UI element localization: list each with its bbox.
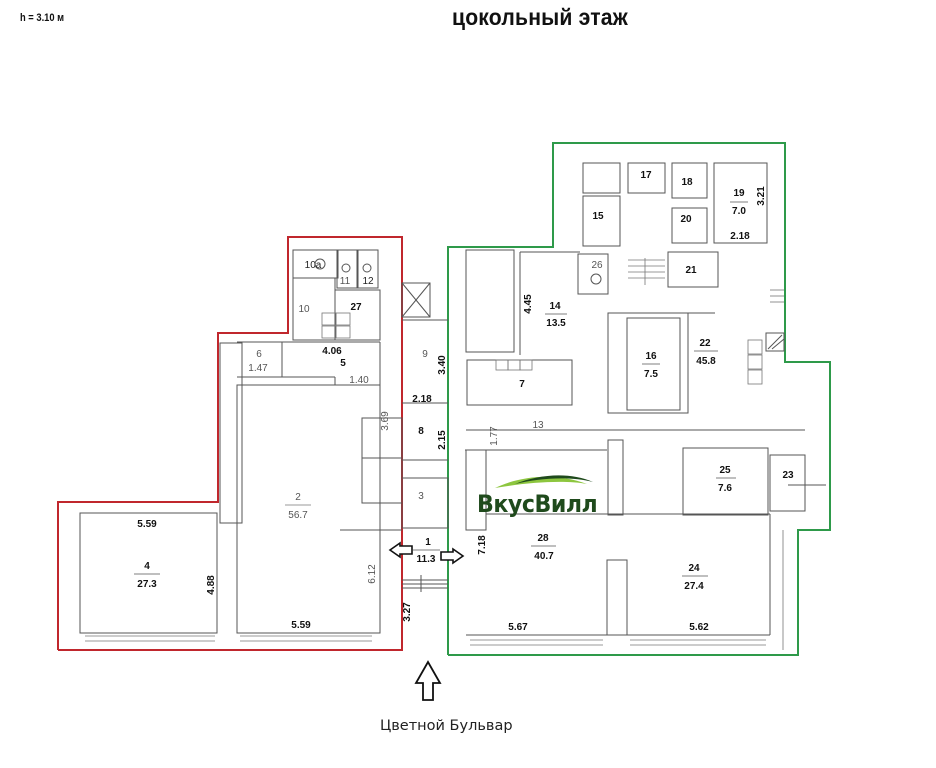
room-7-label: 7 [519,379,525,390]
entrance-arrow-left-icon [388,541,413,559]
room-25-area: 7.6 [718,483,732,494]
room-23-label: 23 [782,470,794,481]
room-24-area: 27.4 [684,581,704,592]
red-zone-outline [57,236,403,651]
green-zone-outline [447,142,831,656]
room-1-area: 11.3 [417,554,436,565]
dim-3-21: 3.21 [756,186,767,206]
dim-7-18: 7.18 [477,535,488,555]
room-16-area: 7.5 [644,369,658,380]
room-10a-label: 10а [305,260,322,271]
dimension-labels: 4.06 1.47 1.40 3.40 2.18 3.69 2.15 5.59 … [137,186,767,633]
dim-4-88: 4.88 [206,575,217,595]
dim-4-45: 4.45 [523,294,534,314]
dim-4-06: 4.06 [322,346,342,357]
room-24-number: 24 [688,563,700,574]
right-zone-walls [465,162,826,650]
room-18-label: 18 [681,177,693,188]
vkusvill-logo: ВкусВилл [475,468,605,524]
dim-3-69: 3.69 [380,411,391,431]
ceiling-height-label: h = 3.10 м [20,12,65,24]
entrance-arrow-right-icon [440,547,465,565]
dim-5-62: 5.62 [689,622,709,633]
dim-3-40: 3.40 [437,355,448,375]
dim-3-27: 3.27 [402,602,413,622]
room-27-label: 27 [350,302,362,313]
room-2-number: 2 [295,492,301,503]
room-17-label: 17 [640,170,652,181]
leaf-swoosh-icon [495,475,593,488]
dim-1-40: 1.40 [349,375,369,386]
room-8-label: 8 [418,426,424,437]
room-5-label: 5 [340,358,346,369]
left-zone-walls [79,249,403,642]
dim-6-12: 6.12 [367,564,378,584]
room-21-label: 21 [685,265,697,276]
room-19-number: 19 [733,188,745,199]
street-label: Цветной Бульвар [380,718,513,734]
room-14-area: 13.5 [546,318,566,329]
up-arrow-icon [414,660,442,701]
dim-1-77: 1.77 [489,426,500,446]
logo-text: ВкусВилл [477,490,598,518]
room-15-label: 15 [592,211,604,222]
room-13-label: 13 [532,420,544,431]
room-14-number: 14 [549,301,561,312]
room-2-area: 56.7 [288,510,308,521]
dim-2-18-right: 2.18 [730,231,750,242]
room-11-label: 11 [340,276,351,287]
room-28-area: 40.7 [534,551,554,562]
dim-5-67: 5.67 [508,622,528,633]
room-22-area: 45.8 [696,356,716,367]
room-20-label: 20 [680,214,692,225]
room-12-label: 12 [362,276,374,287]
room-1-number: 1 [425,537,431,548]
dim-5-59-bottom: 5.59 [291,620,311,631]
room-4-number: 4 [144,561,150,572]
central-corridor-walls [401,282,449,592]
dim-2-18-left: 2.18 [412,394,432,405]
dim-2-15: 2.15 [437,430,448,450]
room-22-number: 22 [699,338,711,349]
dim-5-59-top: 5.59 [137,519,157,530]
room-10-label: 10 [298,304,310,315]
room-16-number: 16 [645,351,657,362]
room-25-number: 25 [719,465,731,476]
room-28-number: 28 [537,533,549,544]
room-9-label: 9 [422,349,428,360]
room-4-area: 27.3 [137,579,157,590]
room-6-label: 6 [256,349,262,360]
dim-1-47: 1.47 [248,363,268,374]
floor-title: цокольный этаж [452,4,628,30]
room-3-label: 3 [418,491,424,502]
room-19-area: 7.0 [732,206,746,217]
room-26-label: 26 [591,260,603,271]
room-labels: 10а 10 11 12 27 6 5 9 8 3 2 56.7 4 27.3 … [134,170,794,592]
